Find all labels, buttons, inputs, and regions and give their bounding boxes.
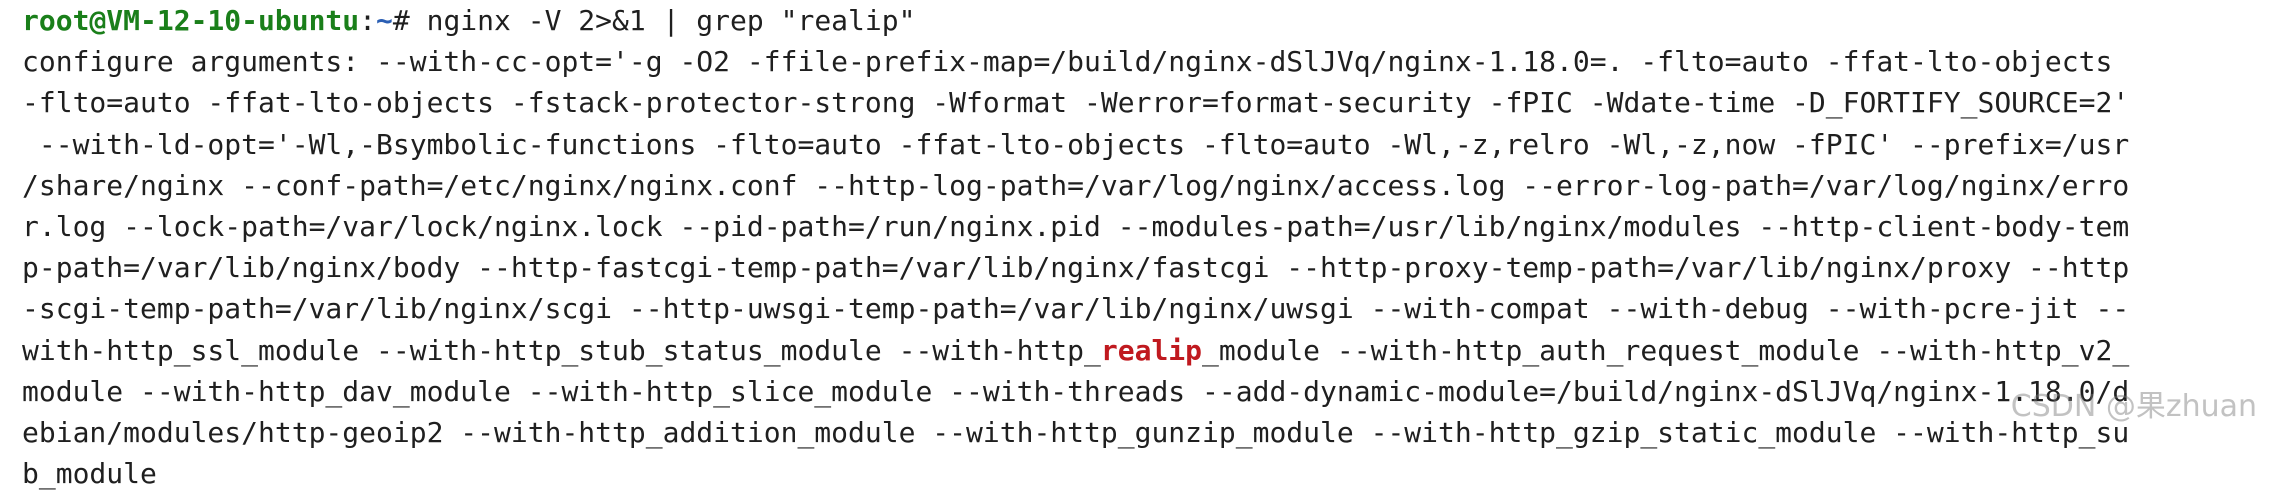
output-line: --with-ld-opt='-Wl,-Bsymbolic-functions … [22, 127, 2130, 161]
output-line: /share/nginx --conf-path=/etc/nginx/ngin… [22, 168, 2130, 202]
output-line: -scgi-temp-path=/var/lib/nginx/scgi --ht… [22, 292, 2130, 326]
prompt-user-host: root@VM-12-10-ubuntu [22, 4, 360, 37]
output-line: -flto=auto -ffat-lto-objects -fstack-pro… [22, 86, 2130, 120]
csdn-watermark: CSDN @果zhuan [2010, 388, 2257, 424]
output-line: ebian/modules/http-geoip2 --with-http_ad… [22, 415, 2130, 449]
command-prompt-line: root@VM-12-10-ubuntu:~# nginx -V 2>&1 | … [22, 0, 2277, 41]
output-line: configure arguments: --with-cc-opt='-g -… [22, 45, 2113, 79]
output-line: module --with-http_dav_module --with-htt… [22, 374, 2130, 408]
output-text-after-match: _module --with-http_auth_request_module … [1202, 333, 2130, 367]
output-line: p-path=/var/lib/nginx/body --http-fastcg… [22, 251, 2130, 285]
prompt-symbol: # [392, 4, 410, 37]
command-text: nginx -V 2>&1 | grep "realip" [409, 4, 916, 37]
prompt-separator: : [359, 4, 377, 37]
grep-match-highlight: realip [1100, 333, 1203, 367]
output-line: b_module [22, 457, 157, 491]
output-line-with-match: with-http_ssl_module --with-http_stub_st… [22, 330, 2277, 371]
output-text-before-match: with-http_ssl_module --with-http_stub_st… [22, 333, 1101, 367]
prompt-path: ~ [376, 4, 393, 37]
output-line: r.log --lock-path=/var/lock/nginx.lock -… [22, 209, 2130, 243]
